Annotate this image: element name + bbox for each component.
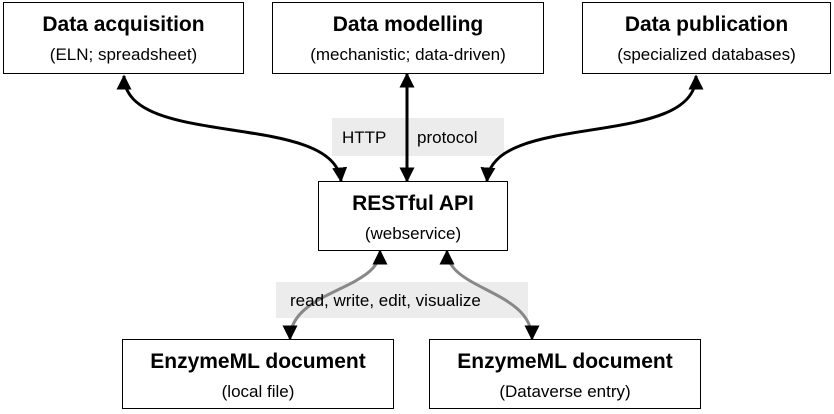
enzymeml-local-document-title: EnzymeML document xyxy=(150,350,366,373)
arrow-publication-api xyxy=(480,74,704,183)
data-modelling-subtitle: (mechanistic; data-driven) xyxy=(310,45,506,64)
data-publication-title: Data publication xyxy=(624,13,789,36)
arrow-acquisition-api xyxy=(116,74,348,183)
data-acquisition-box: Data acquisition (ELN; spreadsheet) xyxy=(3,2,244,74)
data-acquisition-subtitle: (ELN; spreadsheet) xyxy=(49,45,198,64)
http-label: HTTP xyxy=(342,128,387,147)
http-protocol-label-background xyxy=(332,118,504,156)
enzymeml-dataverse-document-box: EnzymeML document (Dataverse entry) xyxy=(429,339,701,409)
protocol-label: protocol xyxy=(417,128,478,147)
restful-api-title: RESTful API xyxy=(352,192,474,215)
arrow-api-local-document xyxy=(282,249,388,341)
arrow-api-dataverse-document xyxy=(439,249,540,341)
restful-api-box: RESTful API (webservice) xyxy=(318,181,508,251)
data-publication-box: Data publication (specialized databases) xyxy=(582,2,831,74)
data-modelling-box: Data modelling (mechanistic; data-driven… xyxy=(272,2,544,74)
operations-label: read, write, edit, visualize xyxy=(290,291,481,310)
enzymeml-dataverse-document-title: EnzymeML document xyxy=(457,350,673,373)
enzymeml-dataverse-document-subtitle: (Dataverse entry) xyxy=(499,382,631,401)
data-modelling-title: Data modelling xyxy=(332,13,484,36)
enzymeml-local-document-subtitle: (local file) xyxy=(221,382,295,401)
restful-api-subtitle: (webservice) xyxy=(364,224,462,243)
data-publication-subtitle: (specialized databases) xyxy=(617,45,796,64)
enzymeml-local-document-box: EnzymeML document (local file) xyxy=(122,339,394,409)
data-acquisition-title: Data acquisition xyxy=(42,13,205,36)
